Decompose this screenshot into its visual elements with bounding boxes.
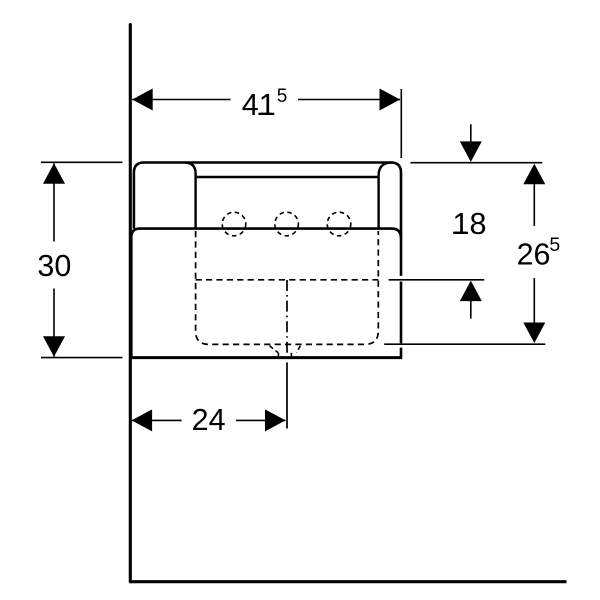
- svg-text:5: 5: [277, 86, 288, 107]
- svg-text:18: 18: [453, 207, 487, 241]
- svg-text:24: 24: [192, 403, 226, 437]
- svg-text:30: 30: [37, 249, 71, 283]
- svg-text:41: 41: [242, 88, 276, 122]
- svg-text:26: 26: [517, 238, 551, 272]
- svg-text:5: 5: [549, 234, 560, 256]
